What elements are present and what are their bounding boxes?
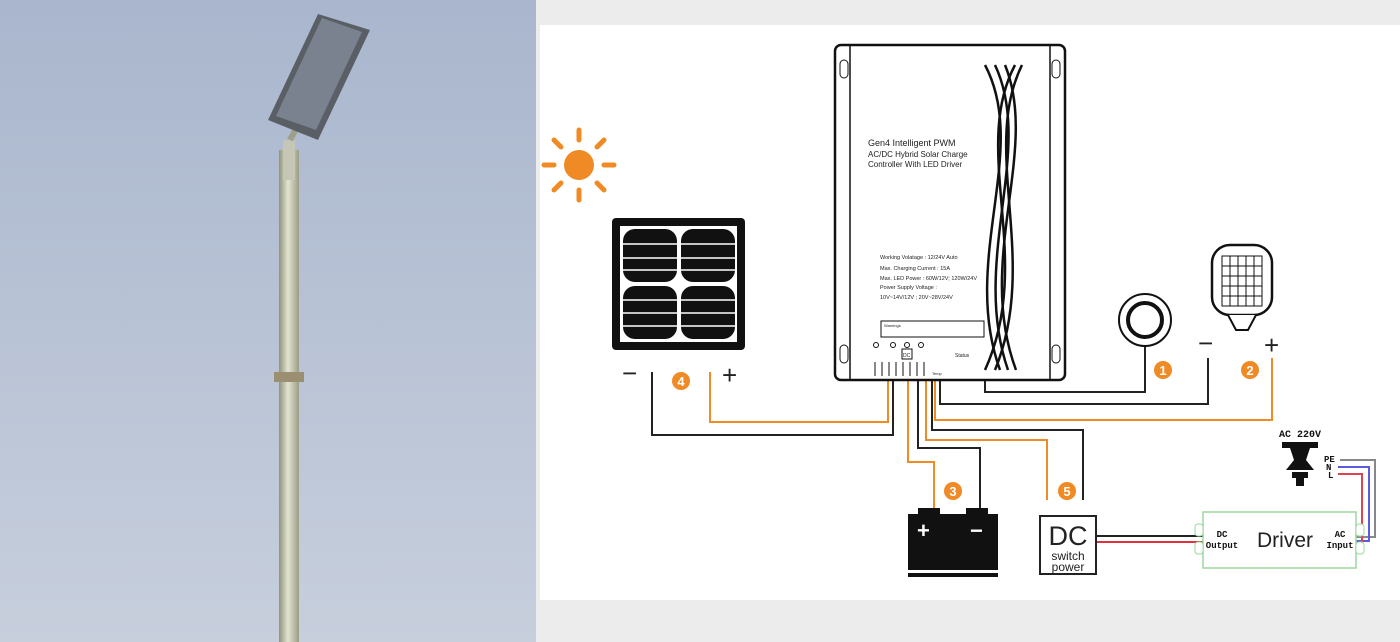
badge-2: 2 (1241, 361, 1259, 379)
badge-1: 1 (1154, 361, 1172, 379)
badge-4: 4 (672, 372, 690, 390)
controller-spec: Working Volatage : 12/24V Auto (880, 255, 958, 261)
controller-title: Controller With LED Driver (868, 160, 963, 169)
lamp-minus: − (1198, 328, 1213, 358)
ac-input-label: Input (1326, 541, 1353, 551)
sun-icon (541, 127, 617, 203)
dc-output-label: DC (1217, 530, 1228, 540)
controller-spec: 10V~14V/12V ; 20V~28V/24V (880, 295, 953, 301)
controller-spec: Max. LED Power : 60W/12V; 120W/24V (880, 276, 977, 282)
wiring (651, 345, 1376, 546)
ac-input-label: AC (1335, 530, 1346, 540)
svg-text:4: 4 (677, 374, 685, 389)
battery-icon (908, 508, 998, 577)
ac-plug-icon (1282, 442, 1318, 486)
badge-3: 3 (944, 482, 962, 500)
charge-controller: Gen4 Intelligent PWM AC/DC Hybrid Solar … (833, 43, 1067, 382)
warning-label: Warnings (884, 323, 901, 328)
svg-text:1: 1 (1159, 363, 1166, 378)
svg-text:5: 5 (1063, 484, 1070, 499)
controller-spec: Max. Charging Current : 15A (880, 266, 950, 272)
controller-spec: Power Supply Voltage : (880, 285, 937, 291)
dc-switch-title: DC (1049, 521, 1088, 551)
street-lamp-icon (1210, 243, 1274, 331)
solar-minus: − (622, 358, 637, 388)
lamp-plus: + (1264, 330, 1279, 360)
dc-switch-power-box (1039, 515, 1097, 575)
pole-joint (274, 372, 304, 382)
controller-title: AC/DC Hybrid Solar Charge (868, 150, 968, 159)
controller-title: Gen4 Intelligent PWM (868, 138, 956, 148)
status-label: Status (955, 353, 970, 359)
solar-plus: + (722, 360, 737, 390)
pole (279, 150, 299, 642)
svg-text:3: 3 (949, 484, 956, 499)
dc-switch-label: power (1052, 560, 1085, 574)
battery-minus: − (970, 518, 983, 543)
temp-label: Temp (932, 371, 943, 376)
round-lamp-icon (1118, 293, 1172, 347)
l-label: L (1328, 471, 1333, 481)
street-light-photo (0, 0, 536, 642)
ac-220v-label: AC 220V (1279, 430, 1321, 441)
solar-panel-icon (612, 218, 745, 350)
badge-5: 5 (1058, 482, 1076, 500)
dc-port-label: DC (903, 353, 911, 359)
battery-plus: + (917, 518, 930, 543)
dc-output-label: Output (1206, 541, 1238, 551)
driver-label: Driver (1257, 529, 1313, 552)
dc-switch-label: switch (1051, 549, 1084, 563)
n-label: N (1326, 463, 1331, 473)
pe-label: PE (1324, 455, 1335, 465)
led-driver (1194, 511, 1365, 569)
svg-text:2: 2 (1246, 363, 1253, 378)
heatsink-fins (983, 64, 1024, 371)
